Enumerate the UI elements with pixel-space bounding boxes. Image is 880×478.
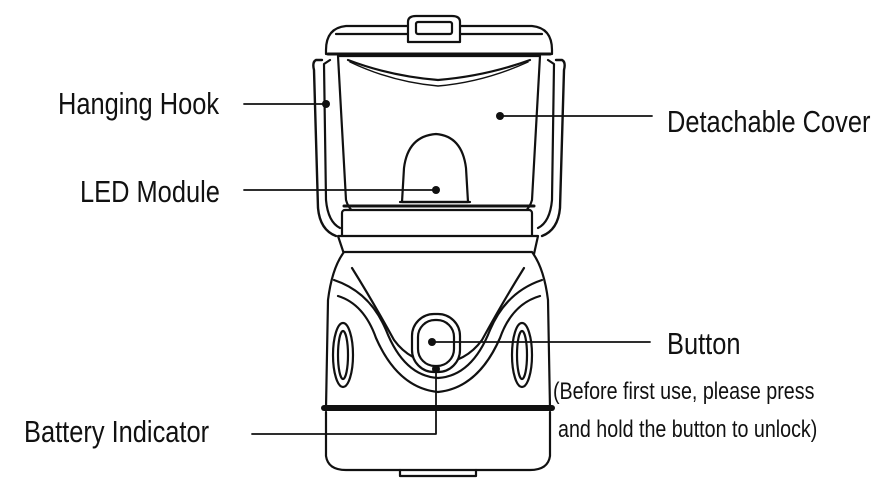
leader-lines [243,103,653,435]
top-cap [324,14,554,56]
leader-dots [322,100,504,373]
button-shape [410,312,462,374]
dot-hanging-hook [322,100,330,108]
dot-detachable-cover [496,112,504,120]
label-button-note-line1: (Before first use, please press [553,378,815,405]
label-button-note-line2: and hold the button to unlock) [558,416,818,443]
dot-battery-indicator [432,365,440,373]
label-hanging-hook: Hanging Hook [58,86,220,121]
dot-button [428,338,436,346]
neck [336,208,540,256]
hanging-hook [312,58,566,238]
label-button: Button [667,326,741,361]
label-detachable-cover: Detachable Cover [667,104,871,139]
leader-battery-indicator [251,369,437,435]
dot-led-module [432,186,440,194]
label-led-module: LED Module [80,174,220,209]
label-battery-indicator: Battery Indicator [24,414,210,449]
led-module-shape [398,132,472,204]
